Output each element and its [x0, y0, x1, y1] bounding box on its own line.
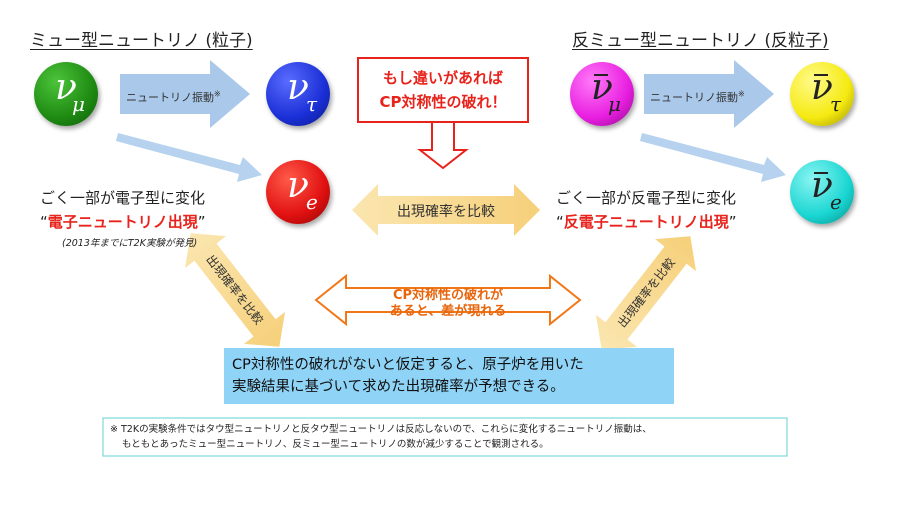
- cp-down-arrow: [417, 121, 469, 170]
- anti-nu-mu-particle: ν μ: [570, 62, 634, 126]
- blue-box-bg: [224, 348, 674, 404]
- electron-neutrino-appearance: 電子ニュートリノ出現: [47, 213, 198, 231]
- anti-nu-mu-symbol: ν: [591, 67, 613, 108]
- oscillation-asterisk-right: ※: [738, 89, 745, 99]
- anti-bar-e: [814, 172, 828, 174]
- heading-antiparticle: 反ミュー型ニュートリノ (反粒子): [572, 31, 829, 51]
- anti-nu-tau-particle: ν τ: [790, 62, 854, 126]
- diagonal-arrow-right: [640, 133, 786, 182]
- compare-right-arrow: [595, 236, 697, 350]
- left-explanation-line1: ごく一部が電子型に変化: [40, 189, 206, 207]
- anti-nu-tau-symbol: ν: [811, 67, 833, 108]
- compare-center-arrow: [352, 184, 540, 236]
- anti-nu-e-symbol: ν: [811, 165, 833, 206]
- cp-box-frame: [357, 57, 529, 123]
- right-explanation-line1: ごく一部が反電子型に変化: [556, 189, 737, 207]
- anti-nu-tau-subscript: τ: [830, 92, 842, 116]
- anti-bar-tau: [814, 74, 828, 76]
- blue-box-text: CP対称性の破れがないと仮定すると、原子炉を用いた 実験結果に基づいて求めた出現…: [232, 354, 672, 398]
- oscillation-arrow-right: [644, 60, 774, 128]
- right-quote-close: ”: [728, 213, 737, 231]
- nu-tau-subscript: τ: [306, 92, 318, 116]
- nu-mu-symbol: ν: [55, 67, 77, 108]
- oscillation-label-left-text: ニュートリノ振動: [126, 91, 214, 104]
- blue-box-line1: CP対称性の破れがないと仮定すると、原子炉を用いた: [232, 357, 584, 373]
- nu-e-symbol: ν: [287, 165, 309, 206]
- cp-difference-line1: CP対称性の破れが: [392, 288, 504, 303]
- footnote-frame: [102, 417, 788, 457]
- nu-mu-subscript: μ: [72, 92, 85, 116]
- footnote-line2: もともとあったミュー型ニュートリノ、反ミュー型ニュートリノの数が減少することで観…: [122, 439, 549, 450]
- antielectron-neutrino-appearance: 反電子ニュートリノ出現: [563, 213, 729, 231]
- right-explanation-line2: “反電子ニュートリノ出現”: [556, 210, 737, 234]
- anti-nu-e-particle: ν e: [790, 160, 854, 224]
- left-explanation-line2: “電子ニュートリノ出現”: [40, 210, 206, 234]
- t2k-discovery-note: (2013年までにT2K実験が発見): [62, 238, 198, 249]
- left-quote-close: ”: [197, 213, 206, 231]
- heading-particle: ミュー型ニュートリノ (粒子): [30, 31, 253, 51]
- anti-bar-mu: [594, 74, 608, 76]
- compare-left-arrow: [184, 233, 286, 347]
- blue-box-line2: 実験結果に基づいて求めた出現確率が予想できる。: [232, 379, 565, 395]
- cp-box-line1: もし違いがあれば: [382, 69, 503, 87]
- nu-mu-particle: ν μ: [34, 62, 98, 126]
- cp-difference-text: CP対称性の破れが あると、差が現れる: [346, 288, 550, 320]
- oscillation-asterisk-left: ※: [214, 89, 221, 99]
- oscillation-label-left: ニュートリノ振動※: [126, 89, 221, 105]
- cp-difference-line2: あると、差が現れる: [389, 304, 507, 319]
- nu-e-particle: ν e: [266, 160, 330, 224]
- diagonal-arrow-left: [116, 133, 262, 182]
- oscillation-arrow-left: [120, 60, 250, 128]
- right-quote-open: “: [556, 213, 564, 231]
- compare-center-label: 出現確率を比較: [397, 204, 495, 220]
- footnote: ※ T2Kの実験条件ではタウ型ニュートリノと反タウ型ニュートリノは反応しないので…: [110, 422, 785, 452]
- nu-tau-particle: ν τ: [266, 62, 330, 126]
- footnote-line1: T2Kの実験条件ではタウ型ニュートリノと反タウ型ニュートリノは反応しないので、こ…: [121, 424, 652, 435]
- footnote-mark: ※: [110, 424, 118, 435]
- oscillation-label-right: ニュートリノ振動※: [650, 89, 745, 105]
- left-explanation: ごく一部が電子型に変化 “電子ニュートリノ出現”: [40, 186, 206, 234]
- cp-difference-arrow: [314, 273, 582, 327]
- cp-box-text: もし違いがあれば CP対称性の破れ！: [358, 66, 528, 114]
- nu-e-subscript: e: [306, 190, 318, 214]
- left-quote-open: “: [40, 213, 48, 231]
- anti-nu-mu-subscript: μ: [608, 92, 621, 116]
- cp-box-line2: CP対称性の破れ！: [379, 93, 507, 111]
- anti-nu-e-subscript: e: [830, 190, 842, 214]
- nu-tau-symbol: ν: [287, 67, 309, 108]
- oscillation-label-right-text: ニュートリノ振動: [650, 91, 738, 104]
- footnote-line1-row: ※ T2Kの実験条件ではタウ型ニュートリノと反タウ型ニュートリノは反応しないので…: [110, 422, 785, 437]
- right-explanation: ごく一部が反電子型に変化 “反電子ニュートリノ出現”: [556, 186, 737, 234]
